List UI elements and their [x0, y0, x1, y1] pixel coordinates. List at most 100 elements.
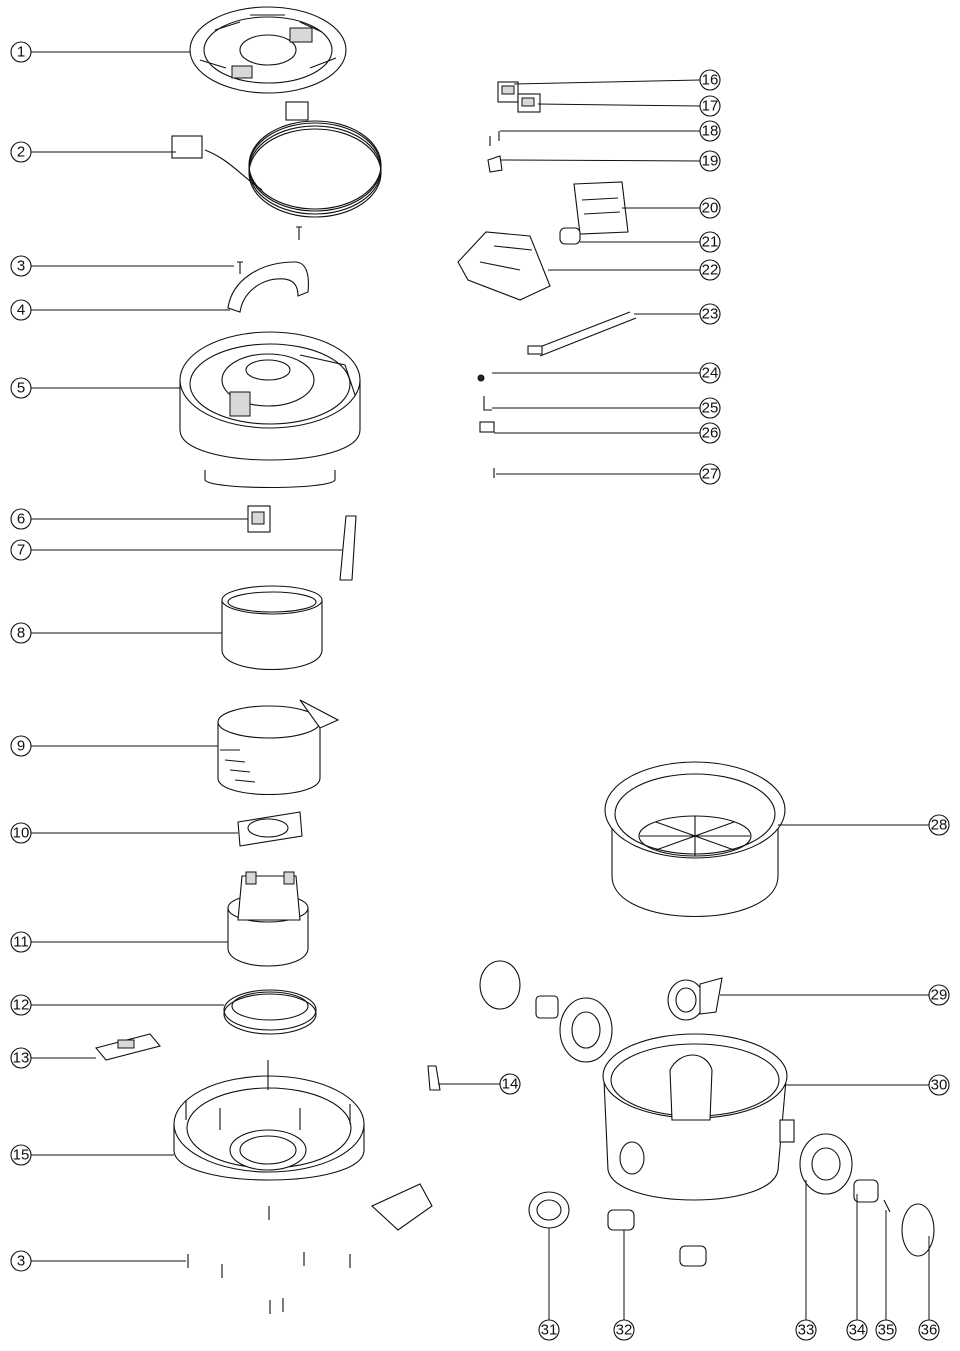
part-4-handle — [227, 261, 309, 313]
part-5-motor-housing — [179, 331, 361, 489]
part-12-seal-ring — [223, 989, 317, 1035]
callout-36: 36 — [918, 1319, 940, 1341]
part-33-outlet-port — [799, 1133, 853, 1195]
callout-1: 1 — [10, 41, 32, 63]
callout-32: 32 — [613, 1319, 635, 1341]
svg-text:5: 5 — [17, 380, 25, 397]
svg-text:3: 3 — [17, 258, 25, 275]
callout-19: 19 — [699, 150, 721, 172]
callout-5: 5 — [10, 377, 32, 399]
callout-bubbles: 1 2 3 4 5 6 7 8 9 10 11 12 13 14 15 3 16… — [10, 41, 950, 1341]
svg-text:29: 29 — [931, 987, 948, 1004]
part-32-caster — [607, 1209, 707, 1267]
part-22-switch-housing — [457, 231, 551, 301]
callout-14: 14 — [499, 1073, 521, 1095]
svg-text:25: 25 — [702, 400, 719, 417]
part-2-power-cord — [171, 101, 382, 218]
svg-text:11: 11 — [13, 934, 29, 951]
callout-21: 21 — [699, 231, 721, 253]
callout-3-upper: 3 — [10, 255, 32, 277]
callout-26: 26 — [699, 422, 721, 444]
callout-35: 35 — [875, 1319, 897, 1341]
svg-text:22: 22 — [702, 262, 719, 279]
part-23-wires — [527, 311, 637, 357]
svg-text:33: 33 — [798, 1322, 815, 1339]
callout-30: 30 — [928, 1074, 950, 1096]
part-34-bushing — [853, 1179, 879, 1203]
part-20-bracket — [573, 181, 629, 235]
svg-text:4: 4 — [17, 302, 25, 319]
callout-11: 11 — [10, 931, 32, 953]
svg-text:28: 28 — [931, 817, 948, 834]
svg-text:14: 14 — [502, 1076, 519, 1093]
callout-9: 9 — [10, 735, 32, 757]
svg-text:34: 34 — [849, 1322, 866, 1339]
part-14-small-clip — [427, 1065, 441, 1091]
svg-text:1: 1 — [17, 44, 25, 61]
leader-lines — [31, 51, 930, 1320]
callout-13: 13 — [10, 1047, 32, 1069]
svg-text:18: 18 — [702, 123, 719, 140]
svg-text:2: 2 — [17, 144, 25, 161]
part-31-hose-cuff — [528, 1191, 570, 1229]
part-30-tank — [602, 1033, 795, 1201]
callout-28: 28 — [928, 814, 950, 836]
part-13-latch — [95, 1033, 161, 1061]
svg-text:24: 24 — [702, 365, 719, 382]
svg-text:6: 6 — [17, 511, 25, 528]
svg-text:35: 35 — [878, 1322, 895, 1339]
callout-15: 15 — [10, 1144, 32, 1166]
svg-text:36: 36 — [921, 1322, 938, 1339]
callout-4: 4 — [10, 299, 32, 321]
callout-6: 6 — [10, 508, 32, 530]
svg-text:9: 9 — [17, 738, 25, 755]
callout-17: 17 — [699, 95, 721, 117]
callout-16: 16 — [699, 69, 721, 91]
part-7-clip — [339, 515, 357, 581]
hose-fittings-group — [479, 960, 613, 1063]
part-10-gasket-plate — [237, 811, 303, 847]
part-6-switch-plate — [247, 505, 271, 533]
callout-31: 31 — [538, 1319, 560, 1341]
callout-7: 7 — [10, 539, 32, 561]
callout-3-lower: 3 — [10, 1250, 32, 1272]
svg-text:23: 23 — [702, 306, 719, 323]
part-1-top-cover-grille — [189, 6, 347, 94]
part-35-screw — [883, 1199, 891, 1213]
svg-text:8: 8 — [17, 625, 25, 642]
callout-33: 33 — [795, 1319, 817, 1341]
screw-set-lower — [187, 1206, 351, 1314]
lower-latch-cover — [371, 1183, 433, 1231]
svg-text:15: 15 — [13, 1147, 30, 1164]
svg-text:21: 21 — [702, 234, 719, 251]
callout-18: 18 — [699, 120, 721, 142]
screw-set-upper — [237, 226, 302, 274]
callout-10: 10 — [10, 822, 32, 844]
callout-27: 27 — [699, 463, 721, 485]
part-28-filter-basket — [604, 761, 786, 917]
part-19-connector — [487, 155, 503, 173]
part-9-motor-cage — [217, 699, 340, 795]
callout-8: 8 — [10, 622, 32, 644]
svg-text:30: 30 — [931, 1077, 948, 1094]
callout-25: 25 — [699, 397, 721, 419]
part-16-17-switches — [497, 81, 541, 113]
callout-29: 29 — [928, 984, 950, 1006]
part-15-base-plate — [173, 1060, 365, 1181]
svg-text:16: 16 — [702, 72, 719, 89]
callout-24: 24 — [699, 362, 721, 384]
callout-22: 22 — [699, 259, 721, 281]
callout-34: 34 — [846, 1319, 868, 1341]
svg-text:10: 10 — [13, 825, 30, 842]
svg-text:7: 7 — [17, 542, 25, 559]
callout-20: 20 — [699, 197, 721, 219]
svg-text:13: 13 — [13, 1050, 30, 1067]
part-11-motor — [227, 871, 309, 967]
part-21-cylinder — [559, 227, 581, 245]
part-24-27-small-fasteners — [477, 374, 495, 478]
svg-text:19: 19 — [702, 153, 719, 170]
svg-text:12: 12 — [13, 997, 30, 1014]
svg-text:31: 31 — [541, 1322, 558, 1339]
